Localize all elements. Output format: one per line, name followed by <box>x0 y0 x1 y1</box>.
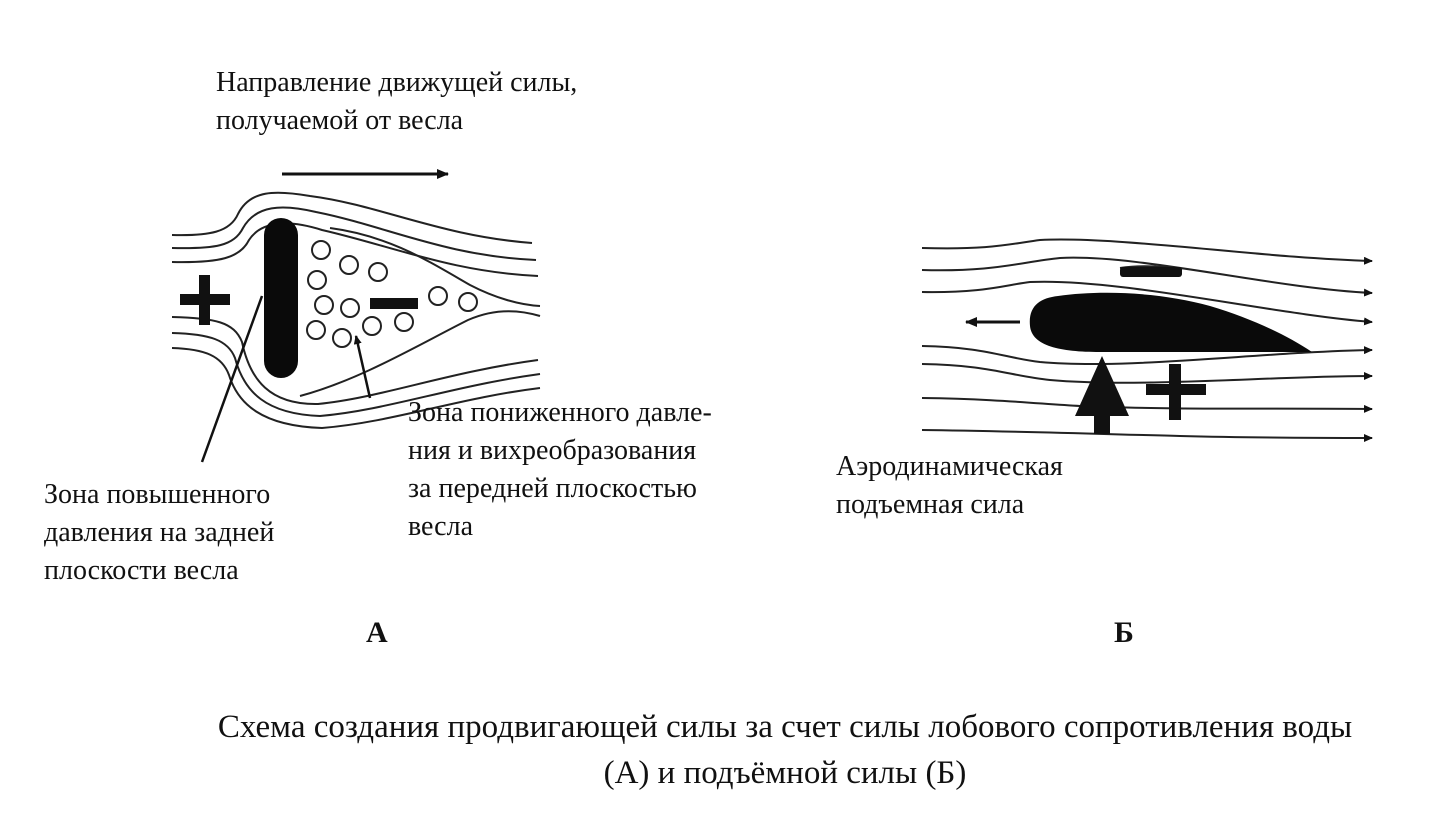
vortex-bubbles <box>306 240 478 348</box>
panel-a-diagram <box>171 169 541 463</box>
figure-caption: Схема создания продвигающей силы за счет… <box>150 704 1420 796</box>
hydrofoil <box>1029 292 1312 352</box>
panel-a-letter: А <box>366 616 388 649</box>
force-direction-label-line: Направление движущей силы, <box>216 67 578 98</box>
panel-b-streamlines <box>921 238 1373 442</box>
high-pressure-label: Зона повышенного давления на задней плос… <box>44 476 274 590</box>
plus-sign-bottom <box>1146 364 1206 420</box>
force-direction-label: Направление движущей силы, получаемой от… <box>216 64 577 140</box>
force-direction-label-line: получаемой от весла <box>216 105 464 136</box>
low-pressure-label: Зона пониженного давле- ния и вихреобраз… <box>408 394 712 546</box>
high-pressure-label-line: давления на задней <box>44 517 275 548</box>
high-pressure-pointer <box>200 295 264 463</box>
minus-sign-low-pressure <box>370 298 418 309</box>
low-pressure-label-line: весла <box>408 511 474 542</box>
lift-force-label: Аэродинамическая подъемная сила <box>836 448 1063 524</box>
panel-b-letter: Б <box>1114 616 1134 649</box>
high-pressure-label-line: плоскости весла <box>44 555 239 586</box>
low-pressure-pointer <box>353 335 372 399</box>
lift-force-label-line: Аэродинамическая <box>836 451 1063 482</box>
lift-force-arrow <box>1075 356 1129 434</box>
plus-sign-high-pressure <box>180 275 230 325</box>
low-pressure-label-line: Зона пониженного давле- <box>408 397 712 428</box>
oar-blade <box>264 218 298 378</box>
figure-caption-line: (А) и подъёмной силы (Б) <box>603 755 967 791</box>
high-pressure-label-line: Зона повышенного <box>44 479 271 510</box>
lift-force-label-line: подъемная сила <box>836 489 1025 520</box>
low-pressure-label-line: ния и вихреобразования <box>408 435 697 466</box>
minus-sign-top <box>1120 267 1182 277</box>
panel-b-diagram <box>921 238 1373 442</box>
panel-a-streamlines <box>171 191 541 430</box>
figure-caption-line: Схема создания продвигающей силы за счет… <box>217 709 1353 745</box>
low-pressure-label-line: за передней плоскостью <box>408 473 697 504</box>
